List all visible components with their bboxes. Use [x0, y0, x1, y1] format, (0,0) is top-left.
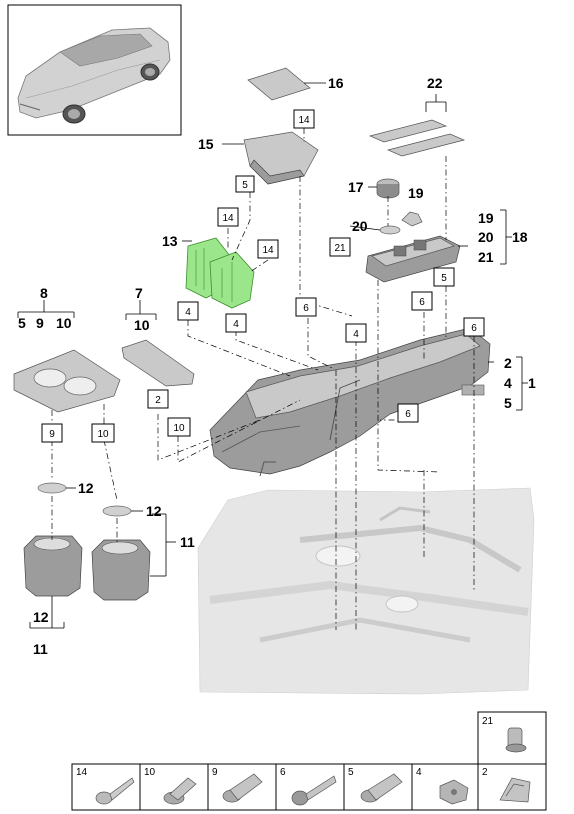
- fastener-strip: 21 14 10 9 6 5 4 2: [71, 711, 547, 811]
- clip-2-icon: [499, 777, 531, 803]
- item-number: 9: [36, 315, 44, 331]
- item-number: 15: [198, 136, 214, 152]
- cover-19-icon: [401, 211, 423, 227]
- item-number: 12: [146, 503, 162, 519]
- box-label: 4: [185, 307, 191, 318]
- item-number: 13: [162, 233, 178, 249]
- fastener-label: 2: [482, 767, 488, 778]
- item-number: 10: [56, 315, 72, 331]
- clip-5-icon: [360, 773, 403, 803]
- item-numbers: 16 22 15 17 19 20 13 19 20 18 21 8 7 5 9…: [18, 75, 536, 657]
- box-label: 6: [419, 297, 425, 308]
- disc-12-right-icon: [102, 505, 132, 517]
- item-number: 10: [134, 317, 150, 333]
- item-number: 11: [180, 534, 195, 550]
- clip-10-icon: [163, 777, 197, 805]
- box-label: 5: [242, 180, 248, 191]
- cupholder-icon: [23, 535, 151, 601]
- box-label: 10: [173, 423, 185, 434]
- item-number: 5: [18, 315, 26, 331]
- knob-17-icon: [376, 178, 400, 199]
- item-number: 19: [408, 185, 424, 201]
- box-label: 4: [353, 329, 359, 340]
- mat-16-icon: [247, 67, 311, 101]
- leader-lines: [17, 82, 528, 629]
- fastener-label: 9: [212, 767, 218, 778]
- box-label: 14: [222, 213, 234, 224]
- fastener-label: 4: [416, 767, 422, 778]
- item-number: 12: [78, 480, 94, 496]
- disc-20-icon: [379, 225, 401, 235]
- item-number: 12: [33, 609, 49, 625]
- item-number: 20: [478, 229, 494, 245]
- box-label: 14: [262, 245, 274, 256]
- item-number: 17: [348, 179, 364, 195]
- screw-14-icon: [95, 777, 135, 805]
- storage-tray-icon: [243, 131, 319, 185]
- vehicle-floor-icon: [197, 487, 535, 695]
- item-number: 19: [478, 210, 494, 226]
- item-number: 22: [427, 75, 443, 91]
- box-label: 10: [97, 429, 109, 440]
- fastener-label: 5: [348, 767, 354, 778]
- car-overview-icon: [17, 27, 171, 124]
- nut-4-icon: [439, 779, 469, 805]
- box-label: 5: [441, 273, 447, 284]
- strip-22-bottom-icon: [386, 133, 466, 157]
- box-label: 6: [303, 303, 309, 314]
- fastener-label: 6: [280, 767, 286, 778]
- item-number: 11: [33, 641, 48, 657]
- box-label: 6: [471, 323, 477, 334]
- item-number: 8: [40, 285, 48, 301]
- item-number: 1: [528, 375, 536, 391]
- fastener-label: 10: [144, 767, 156, 778]
- rivet-21-icon: [505, 727, 527, 753]
- box-label: 14: [298, 115, 310, 126]
- cover-7-icon: [121, 339, 195, 387]
- box-label: 9: [49, 429, 55, 440]
- boxed-callouts: 14 5 14 14 21 5 6 4 4 6 6 4 2 6 9 10 10: [41, 109, 485, 443]
- item-number: 4: [504, 375, 512, 391]
- item-number: 2: [504, 355, 512, 371]
- item-number: 21: [478, 249, 494, 265]
- fastener-label: 21: [482, 716, 494, 727]
- strip-22-top-icon: [368, 119, 448, 143]
- control-panel-18-icon: [365, 235, 461, 283]
- item-number: 20: [352, 218, 368, 234]
- clip-9-icon: [222, 773, 263, 803]
- center-console-icon: [209, 327, 491, 477]
- bolt-6-icon: [291, 775, 337, 806]
- item-number: 18: [512, 229, 528, 245]
- cupholder-trim-8-icon: [13, 349, 121, 413]
- item-number: 5: [504, 395, 512, 411]
- box-label: 6: [405, 409, 411, 420]
- fastener-label: 14: [76, 767, 88, 778]
- item-number: 16: [328, 75, 344, 91]
- box-label: 21: [334, 243, 346, 254]
- box-label: 2: [155, 395, 161, 406]
- air-duct-13-icon: [185, 237, 255, 309]
- item-number: 7: [135, 285, 143, 301]
- disc-12-left-icon: [37, 482, 67, 494]
- box-label: 4: [233, 319, 239, 330]
- dashed-leaders: [51, 128, 475, 630]
